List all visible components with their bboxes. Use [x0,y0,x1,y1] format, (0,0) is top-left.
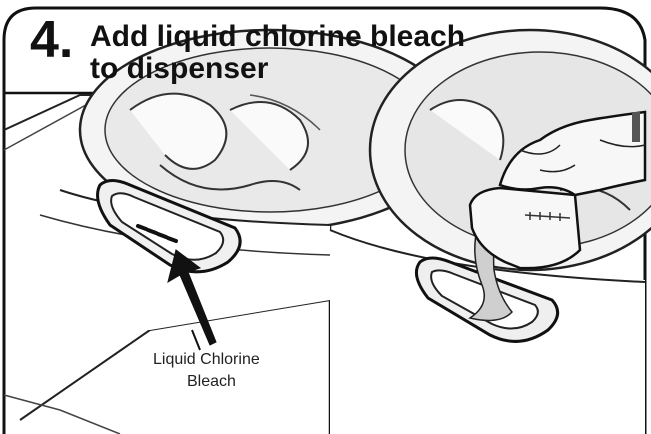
step-title-line1: Add liquid chlorine bleach [90,20,466,53]
left-panel [3,28,462,434]
measuring-cup-icon [468,186,582,270]
step-number: 4. [30,11,74,69]
right-panel [329,28,651,434]
callout-label-line2: Bleach [184,373,239,391]
pour-stream [468,224,513,322]
callout-label-line1: Liquid Chlorine [150,351,263,369]
arrow-up-icon [167,249,217,346]
card-frame [2,6,647,434]
step-title-line2: to dispenser [90,52,269,85]
hand-icon [498,110,647,197]
